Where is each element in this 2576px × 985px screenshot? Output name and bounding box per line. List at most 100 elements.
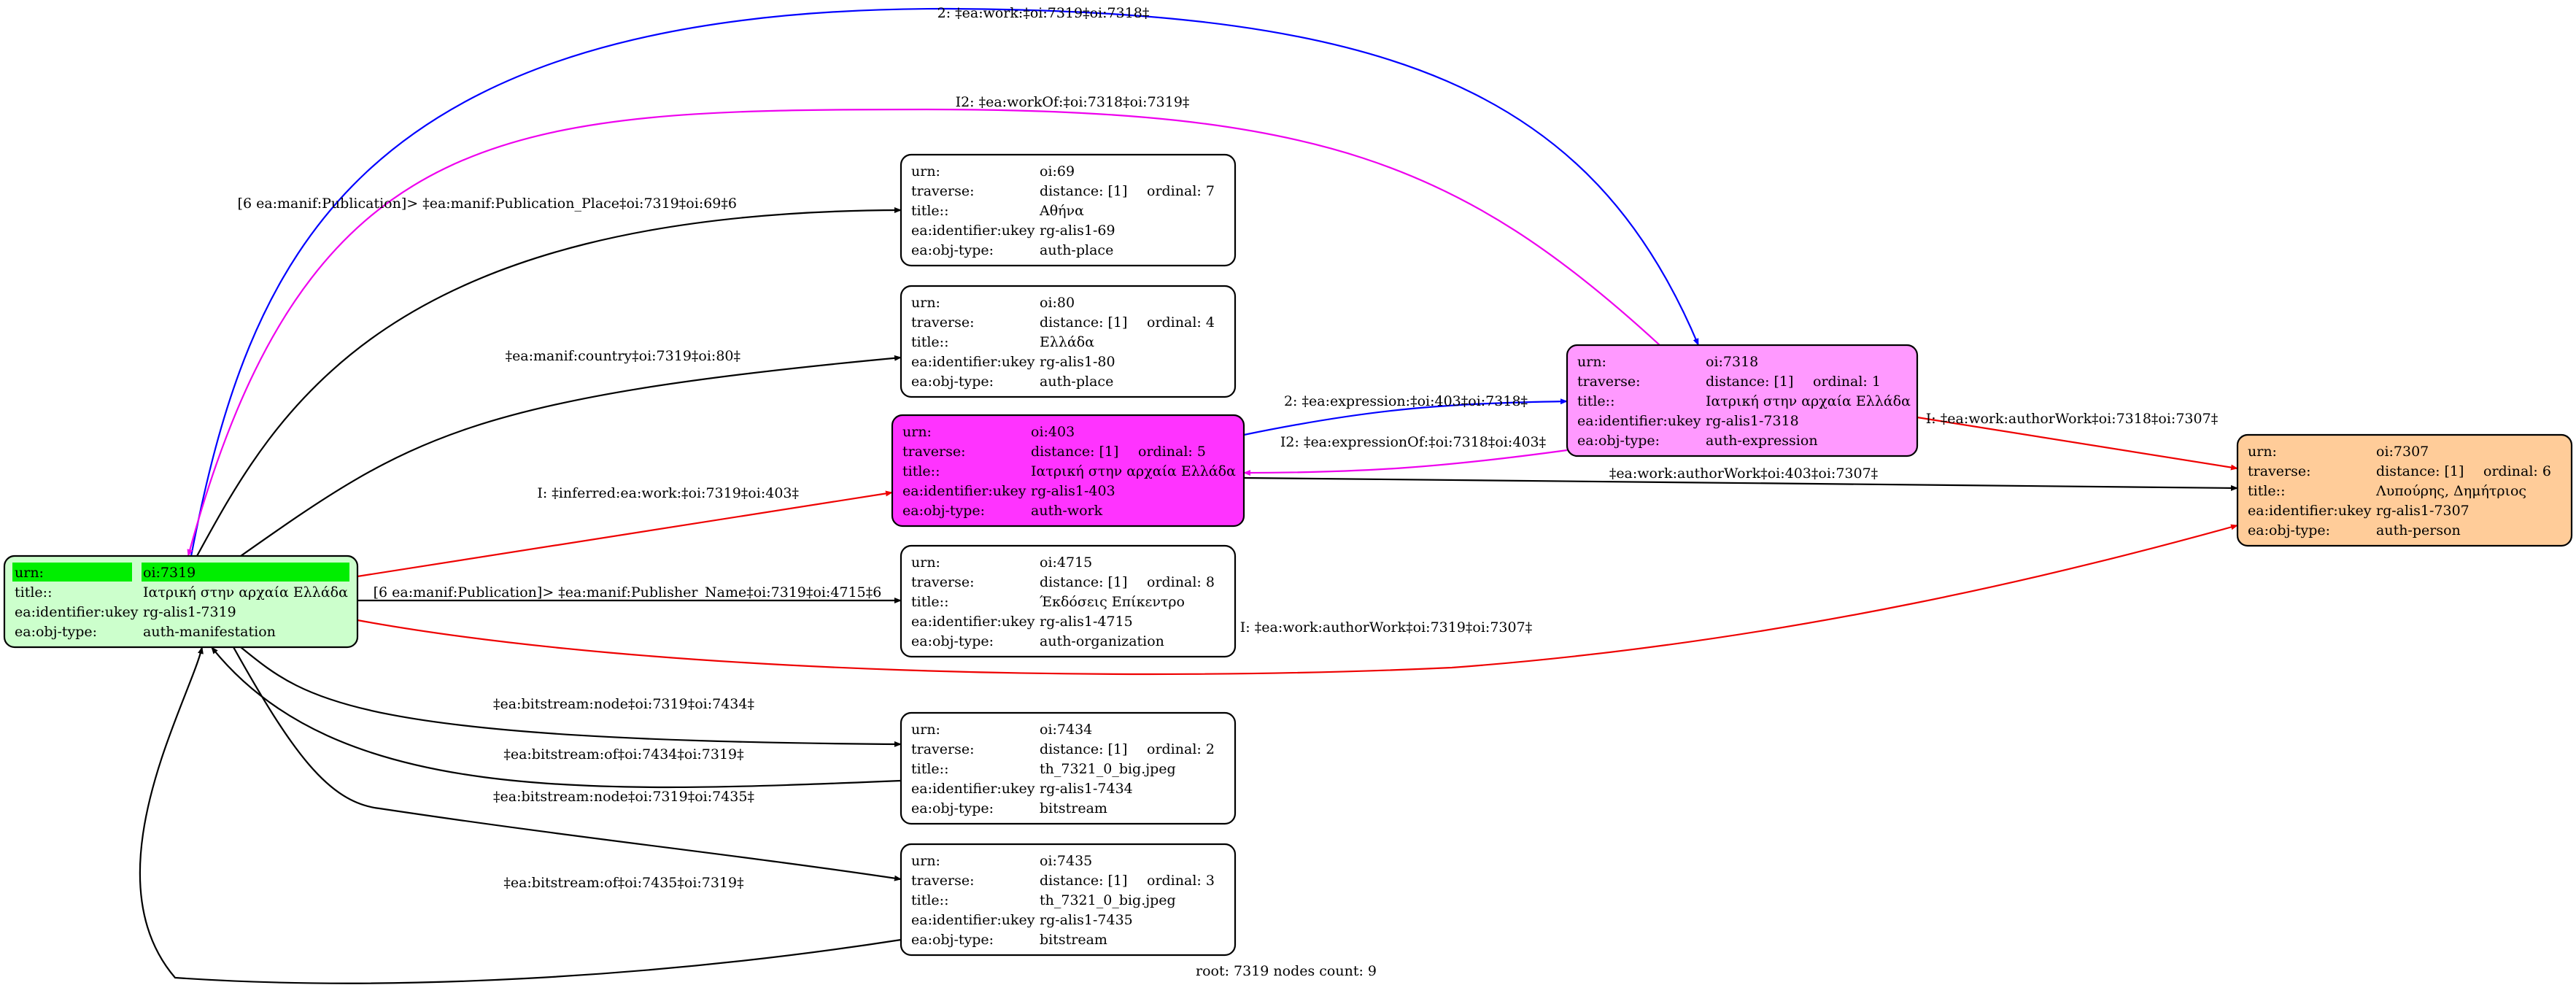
field-key: urn: — [2248, 444, 2277, 460]
field-extra: ordinal: 7 — [1147, 183, 1215, 199]
field-key: traverse: — [911, 873, 975, 889]
node-row-title: title::Αθήνα — [911, 203, 1084, 219]
field-value: rg-alis1-403 — [1031, 483, 1115, 499]
edge-label: [6 ea:manif:Publication]> ‡ea:manif:Publ… — [238, 196, 737, 212]
field-key: title:: — [902, 463, 940, 479]
edge-line — [190, 7, 1700, 557]
field-value: Ιατρική στην αρχαία Ελλάδα — [1031, 463, 1236, 479]
node-oi-403[interactable]: urn: oi:403 traverse: distance: [1] ordinal:… — [891, 414, 1245, 528]
edge-country: ‡ea:manif:country‡oi:7319‡oi:80‡ — [240, 348, 902, 557]
field-key: traverse: — [2248, 463, 2311, 479]
field-key: title:: — [911, 334, 948, 350]
node-row-title: title::Έκδόσεις Επίκεντρο — [911, 594, 1185, 610]
node-box — [900, 843, 1237, 957]
field-extra: ordinal: 5 — [1138, 444, 1206, 460]
field-value: distance: [1] — [1706, 374, 1793, 390]
field-value: auth-place — [1040, 242, 1113, 258]
edge-label: ‡ea:bitstream:node‡oi:7319‡oi:7434‡ — [493, 696, 754, 712]
node-row-urn: urn: oi:403 — [902, 424, 1075, 440]
field-value: oi:403 — [1031, 424, 1075, 440]
field-key: ea:obj-type: — [902, 503, 985, 519]
field-value: rg-alis1-7319 — [143, 604, 236, 620]
field-key: traverse: — [911, 741, 975, 757]
field-key: ea:identifier:ukey — [15, 604, 139, 620]
node-row-ea-obj-type: ea:obj-type:auth-work — [902, 503, 1103, 519]
field-key: urn: — [911, 722, 940, 738]
field-value: auth-expression — [1706, 433, 1818, 449]
node-row-ea-identifier-ukey: ea:identifier:ukey rg-alis1-80 — [911, 354, 1115, 370]
field-key: ea:obj-type: — [911, 242, 994, 258]
node-header-value-highlight — [142, 563, 349, 582]
node-row-urn: urn:oi:7319 — [15, 565, 196, 581]
field-key: urn: — [911, 555, 940, 571]
node-row-title: title::Ελλάδα — [911, 334, 1094, 350]
edge-authorwork-7319: I: ‡ea:work:authorWork‡oi:7319‡oi:7307‡ — [357, 524, 2238, 676]
node-row-traverse: traverse:distance: [1]ordinal: 1 — [1577, 374, 1881, 390]
field-key: ea:obj-type: — [15, 624, 97, 640]
edge-expression: 2: ‡ea:expression:‡oi:403‡oi:7318‡ — [1243, 393, 1568, 436]
edge-line — [233, 646, 902, 881]
node-row-urn: urn:oi:7307 — [2248, 444, 2429, 460]
edge-line — [139, 646, 902, 984]
edge-line — [187, 108, 1660, 557]
field-key: urn: — [911, 163, 940, 179]
node-box — [2236, 433, 2573, 547]
field-value: distance: [1] — [1031, 444, 1118, 460]
edge-publisher: [6 ea:manif:Publication]> ‡ea:manif:Publ… — [357, 584, 902, 603]
field-value: rg-alis1-7434 — [1040, 781, 1133, 797]
field-key: ea:obj-type: — [911, 633, 994, 649]
edge-label: I: ‡inferred:ea:work:‡oi:7319‡oi:403‡ — [537, 485, 799, 501]
edge-line — [357, 524, 2238, 676]
field-key: urn: — [902, 424, 932, 440]
field-key: traverse: — [911, 574, 975, 590]
node-row-title: title::Ιατρική στην αρχαία Ελλάδα — [902, 463, 1236, 479]
field-value: bitstream — [1040, 800, 1107, 816]
edge-label: I: ‡ea:work:authorWork‡oi:7318‡oi:7307‡ — [1926, 411, 2218, 427]
node-row-title: title::Ιατρική στην αρχαία Ελλάδα — [1577, 393, 1911, 409]
edge-expressionof: I2: ‡ea:expressionOf:‡oi:7318‡oi:403‡ — [1243, 434, 1568, 476]
edge-label: ‡ea:manif:country‡oi:7319‡oi:80‡ — [506, 348, 740, 364]
node-row-ea-obj-type: ea:obj-type: bitstream — [911, 800, 1107, 816]
field-key: ea:obj-type: — [911, 800, 994, 816]
field-key: title:: — [911, 761, 948, 777]
field-value: auth-organization — [1040, 633, 1164, 649]
node-row-ea-obj-type: ea:obj-type:auth-place — [911, 374, 1113, 390]
field-key: ea:identifier:ukey — [911, 354, 1035, 370]
node-row-urn: urn:oi:80 — [911, 295, 1075, 311]
node-row-title: title::th_7321_0_big.jpeg — [911, 892, 1176, 908]
edge-authorwork-7318: I: ‡ea:work:authorWork‡oi:7318‡oi:7307‡ — [1916, 411, 2238, 471]
field-key: ea:identifier:ukey — [902, 483, 1026, 499]
field-key: urn: — [15, 565, 44, 581]
field-value: bitstream — [1040, 932, 1107, 948]
edge-label: ‡ea:bitstream:node‡oi:7319‡oi:7435‡ — [493, 789, 754, 805]
field-key: title:: — [1577, 393, 1614, 409]
field-key: ea:obj-type: — [1577, 433, 1660, 449]
field-value: distance: [1] — [1040, 183, 1127, 199]
field-key: traverse: — [902, 444, 966, 460]
field-value: th_7321_0_big.jpeg — [1040, 892, 1176, 908]
edge-line — [196, 207, 902, 557]
edge-label: ‡ea:work:authorWork‡oi:403‡oi:7307‡ — [1609, 466, 1878, 482]
node-row-traverse: traverse:distance: [1]ordinal: 7 — [911, 183, 1215, 199]
node-row-title: title::Λυπούρης, Δημήτριος — [2248, 483, 2526, 499]
field-key: urn: — [1577, 354, 1606, 370]
node-row-urn: urn:oi:7435 — [911, 853, 1092, 869]
field-key: traverse: — [911, 314, 975, 331]
field-value: Ιατρική στην αρχαία Ελλάδα — [143, 584, 348, 600]
edge-line — [211, 646, 902, 789]
edge-label: 2: ‡ea:expression:‡oi:403‡oi:7318‡ — [1284, 393, 1528, 409]
field-value: rg-alis1-80 — [1040, 354, 1115, 370]
node-row-ea-obj-type: ea:obj-type:bitstream — [911, 932, 1107, 948]
field-key: urn: — [911, 853, 940, 869]
field-value: auth-place — [1040, 374, 1113, 390]
